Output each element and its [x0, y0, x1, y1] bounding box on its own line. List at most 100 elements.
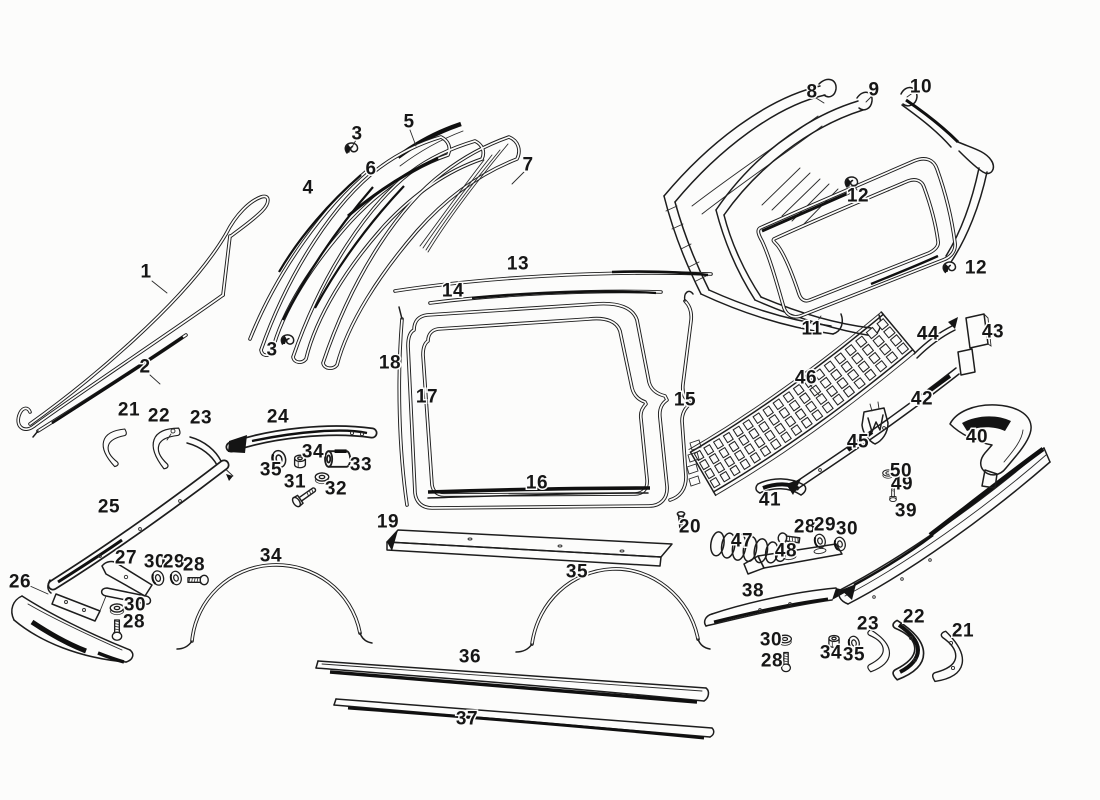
- part-label-11: 11: [801, 319, 822, 340]
- part-22-corner-clip: [145, 420, 183, 471]
- part-39-bumper-blade: [838, 447, 1051, 605]
- part-label-44: 44: [917, 324, 939, 345]
- part-label-26: 26: [9, 572, 31, 593]
- part-21-corner-clip-b: [930, 629, 969, 687]
- part-36-sill-strip: [315, 660, 710, 704]
- part-label-21: 21: [952, 621, 974, 642]
- part-19-sill-plate: [386, 529, 673, 567]
- part-44-short-strip: [913, 317, 958, 359]
- part-22-corner-clip-b: [892, 619, 925, 681]
- bolt-icon-28b: [111, 619, 123, 641]
- part-label-19: 19: [377, 512, 399, 533]
- part-label-3: 3: [351, 124, 362, 145]
- part-4-windscreen-trim: [248, 168, 370, 341]
- part-label-48: 48: [775, 541, 797, 562]
- part-13-header-strip: [393, 270, 713, 293]
- part-label-23: 23: [190, 408, 212, 429]
- part-label-50: 50: [890, 461, 912, 482]
- part-label-35: 35: [260, 460, 282, 481]
- part-label-33: 33: [350, 455, 372, 476]
- part-46-grille-mesh: [688, 311, 917, 497]
- part-26-corner-blade: [11, 595, 134, 664]
- part-label-34: 34: [302, 442, 324, 463]
- part-23-corner-clip-b: [867, 629, 891, 673]
- part-2-trim-strip: [32, 333, 188, 438]
- bolt-icon-28: [187, 574, 209, 586]
- part-label-28: 28: [123, 612, 145, 633]
- part-1-door-seal: [16, 194, 270, 431]
- part-11-rear-aperture-seal: [756, 157, 957, 319]
- part-label-25: 25: [98, 497, 120, 518]
- part-label-36: 36: [459, 647, 481, 668]
- part-22-pin: [166, 428, 176, 441]
- part-15-rear-channel: [668, 290, 694, 502]
- part-10-rear-chrome-trim: [900, 86, 995, 263]
- part-label-28: 28: [794, 517, 816, 538]
- part-label-47: 47: [731, 531, 753, 552]
- washer-icon-30b: [109, 603, 125, 616]
- part-label-5: 5: [403, 112, 414, 133]
- part-label-28: 28: [183, 555, 205, 576]
- part-21-corner-clip: [97, 424, 128, 468]
- part-16-bottom-strip: [427, 486, 651, 499]
- part-label-35: 35: [843, 645, 865, 666]
- part-label-39: 39: [895, 501, 917, 522]
- part-46-grille-tip: [686, 439, 702, 487]
- part-label-30: 30: [144, 552, 166, 573]
- part-label-8: 8: [806, 82, 817, 103]
- part-40-bumper-end-cap: [949, 404, 1032, 489]
- part-label-22: 22: [903, 607, 925, 628]
- part-label-40: 40: [966, 427, 988, 448]
- part-label-15: 15: [674, 390, 696, 411]
- part-label-12: 12: [847, 186, 869, 207]
- part-label-29: 29: [163, 552, 185, 573]
- part-label-2: 2: [139, 357, 150, 378]
- part-27-bracket: [51, 560, 153, 622]
- part-label-37: 37: [456, 709, 478, 730]
- part-label-24: 24: [267, 407, 289, 428]
- part-43-mount-pads: [957, 313, 992, 376]
- part-label-7: 7: [522, 155, 533, 176]
- part-label-32: 32: [325, 479, 347, 500]
- part-label-41: 41: [759, 490, 781, 511]
- part-17-frame-inner: [421, 316, 649, 497]
- part-label-12: 12: [965, 258, 987, 279]
- part-label-34: 34: [260, 546, 282, 567]
- door-window-frame-outer: [406, 301, 669, 510]
- clip-icon-12b: [942, 260, 957, 274]
- part-label-22: 22: [148, 406, 170, 427]
- part-label-17: 17: [416, 387, 438, 408]
- part-label-42: 42: [911, 389, 933, 410]
- leader-lines: [29, 91, 915, 595]
- part-18-front-channel: [397, 306, 409, 507]
- part-label-28: 28: [761, 651, 783, 672]
- part-24-guard-bar: [225, 425, 378, 453]
- part-42-bumper-top-strip: [786, 367, 960, 495]
- part-38-bumper-corner: [703, 587, 848, 627]
- part-label-6: 6: [365, 159, 376, 180]
- part-label-34: 34: [820, 643, 842, 664]
- part-label-20: 20: [679, 517, 701, 538]
- part-label-46: 46: [795, 368, 817, 389]
- part-label-30: 30: [836, 519, 858, 540]
- bushing-icon-33: [323, 449, 353, 469]
- part-label-14: 14: [442, 281, 464, 302]
- part-label-10: 10: [910, 77, 932, 98]
- part-label-18: 18: [379, 353, 401, 374]
- part-label-13: 13: [507, 254, 529, 275]
- part-label-38: 38: [742, 581, 764, 602]
- part-label-9: 9: [868, 80, 879, 101]
- part-9-rear-glass: [715, 91, 882, 337]
- clip-icon-3b: [279, 333, 296, 347]
- part-label-21: 21: [118, 400, 140, 421]
- part-label-30: 30: [124, 595, 146, 616]
- part-14-header-strip-inner: [428, 289, 663, 305]
- part-label-16: 16: [526, 473, 548, 494]
- part-45-badge: [861, 401, 889, 445]
- part-48-bracket-plate: [743, 543, 843, 575]
- part-label-27: 27: [115, 548, 137, 569]
- part-label-45: 45: [847, 432, 869, 453]
